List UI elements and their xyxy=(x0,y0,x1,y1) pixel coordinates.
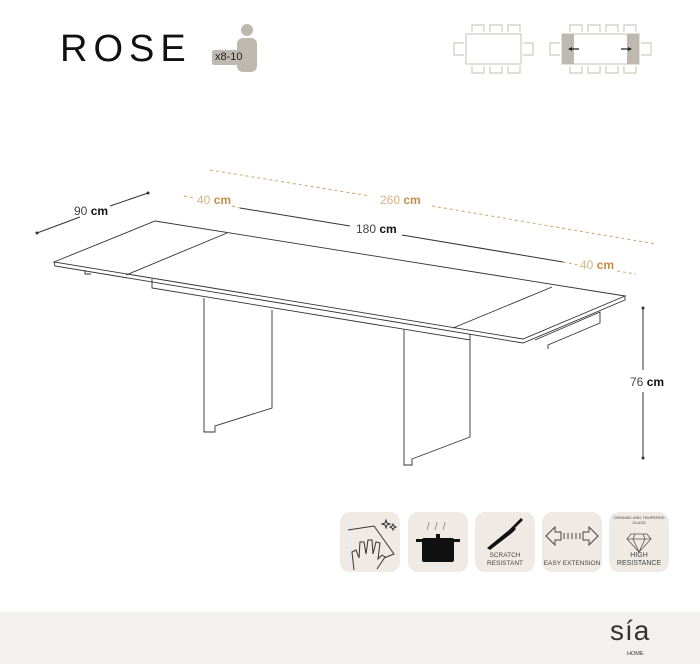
brand-logo-sub: HOME xyxy=(627,651,644,657)
product-title: ROSE xyxy=(60,28,192,70)
base-length-dimension: 180 cm xyxy=(356,222,397,236)
knife-icon xyxy=(487,518,523,550)
feature-easy-clean xyxy=(340,512,400,572)
extended-length-dimension: 260 cm xyxy=(380,193,421,207)
extension-arrows-icon xyxy=(545,525,599,547)
feature-high-resistance: CERAMIC AND TEMPERED GLASS HIGH RESISTAN… xyxy=(609,512,669,572)
seating-badge: x8-10 xyxy=(212,50,246,65)
heat-resistant-pot-icon xyxy=(416,521,460,562)
right-extension-dimension: 40 cm xyxy=(580,258,615,272)
easy-clean-icon xyxy=(347,518,398,571)
feature-heat-resistant xyxy=(408,512,468,572)
footer xyxy=(0,612,700,664)
depth-dimension: 90 cm xyxy=(74,204,109,218)
feature-scratch-resistant: SCRATCH RESISTANT xyxy=(475,512,535,572)
brand-logo: sía xyxy=(610,615,651,646)
height-dimension: 76 cm xyxy=(630,375,665,389)
left-extension-dimension: 40 cm xyxy=(197,193,232,207)
table-drawing xyxy=(35,169,657,466)
diamond-icon xyxy=(626,533,652,553)
feature-easy-extension: EASY EXTENSION xyxy=(542,512,602,572)
seating-layout-diagrams xyxy=(453,24,652,74)
dimension-lines xyxy=(35,169,657,460)
